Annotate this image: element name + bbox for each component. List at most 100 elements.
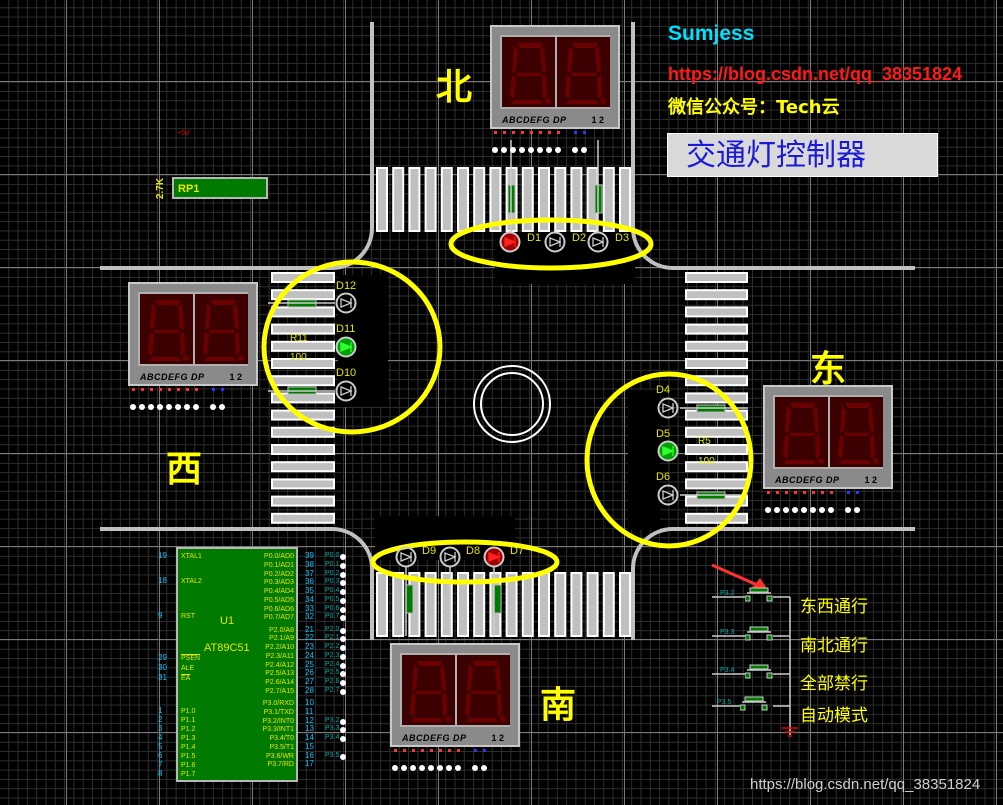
pin-terminal[interactable] <box>184 404 190 410</box>
pin-terminal[interactable] <box>340 627 346 634</box>
push-button[interactable] <box>739 696 768 712</box>
pin-terminal[interactable] <box>219 404 225 410</box>
crosswalk-stripe <box>685 461 748 473</box>
pin-terminal[interactable] <box>148 404 154 410</box>
pin-terminal[interactable] <box>792 507 798 513</box>
crosswalk-stripe <box>538 167 550 232</box>
display-window <box>500 35 610 109</box>
pin-terminal[interactable] <box>340 571 346 578</box>
display-pin <box>557 131 560 134</box>
led-d9[interactable] <box>395 546 417 568</box>
pin-terminal[interactable] <box>340 680 346 686</box>
pin-terminal[interactable] <box>455 765 461 771</box>
pin-terminal[interactable] <box>765 507 771 513</box>
led-d1[interactable] <box>499 231 521 253</box>
pin-terminal[interactable] <box>854 507 860 513</box>
pin-terminal[interactable] <box>193 404 199 410</box>
pin-terminal[interactable] <box>130 404 136 410</box>
led-d12[interactable] <box>335 292 357 314</box>
pin-terminal[interactable] <box>139 404 145 410</box>
pin-terminal[interactable] <box>801 507 807 513</box>
pin-terminal[interactable] <box>340 653 346 660</box>
pin-terminal[interactable] <box>340 671 346 678</box>
led-d3[interactable] <box>587 231 609 253</box>
led-d11[interactable] <box>335 336 357 358</box>
pin-terminal[interactable] <box>340 636 346 643</box>
led-d7[interactable] <box>483 546 505 568</box>
pin-terminal[interactable] <box>581 147 587 153</box>
led-d5[interactable] <box>657 440 679 462</box>
pin-terminal[interactable] <box>410 765 416 771</box>
pin-terminal[interactable] <box>555 147 561 153</box>
pin-terminal[interactable] <box>340 580 346 587</box>
pin-terminal[interactable] <box>810 507 816 513</box>
pin-terminal[interactable] <box>340 597 346 604</box>
led-d6[interactable] <box>657 484 679 506</box>
push-button[interactable] <box>744 587 773 603</box>
digit <box>402 655 455 725</box>
led-d8[interactable] <box>439 546 461 568</box>
pin-terminal[interactable] <box>510 147 516 153</box>
pin-terminal[interactable] <box>472 765 478 771</box>
pin-terminal[interactable] <box>845 507 851 513</box>
push-button[interactable] <box>744 664 773 680</box>
arrow-head-icon <box>752 578 768 590</box>
pin-terminal[interactable] <box>546 147 552 153</box>
pin-terminal[interactable] <box>537 147 543 153</box>
u1-microcontroller[interactable]: U1 AT89C51 <box>176 547 298 782</box>
pin-terminal[interactable] <box>519 147 525 153</box>
crosswalk-stripe <box>554 572 567 637</box>
led-d2[interactable] <box>544 231 566 253</box>
pin-terminal[interactable] <box>819 507 825 513</box>
display-pin <box>794 491 797 494</box>
pin-terminal[interactable] <box>340 589 346 595</box>
led-d10[interactable] <box>335 380 357 402</box>
digit <box>775 397 828 467</box>
pin-terminal[interactable] <box>392 765 398 771</box>
pin-terminal[interactable] <box>166 404 172 410</box>
u1-pin-label: P1.6 <box>181 762 196 769</box>
pin-terminal[interactable] <box>783 507 789 513</box>
blog-url[interactable]: https://blog.csdn.net/qq_38351824 <box>668 64 963 84</box>
pin-terminal[interactable] <box>481 765 487 771</box>
pin-terminal[interactable] <box>340 688 346 695</box>
u1-pin-number: 22 <box>305 633 314 643</box>
pin-terminal[interactable] <box>157 404 163 410</box>
pin-terminal[interactable] <box>340 562 346 569</box>
pin-terminal[interactable] <box>446 765 452 771</box>
pin-terminal[interactable] <box>428 765 434 771</box>
u1-pin-number: 10 <box>305 698 314 707</box>
pin-terminal[interactable] <box>401 765 407 771</box>
pin-terminal[interactable] <box>340 753 346 760</box>
pin-terminal[interactable] <box>828 507 834 513</box>
pin-terminal[interactable] <box>492 147 498 153</box>
label-east: 东 <box>810 349 847 390</box>
rp1-resistor-pack[interactable]: RP1 <box>172 177 268 199</box>
pin-terminal[interactable] <box>340 554 346 560</box>
u1-pin-label: P2.2/A10 <box>265 644 294 651</box>
u1-pin-number: 26 <box>305 668 314 678</box>
pin-terminal[interactable] <box>419 765 425 771</box>
pin-terminal[interactable] <box>340 645 346 651</box>
u1-pin-label: P1.7 <box>181 771 196 778</box>
button-label: 东西通行 <box>800 597 868 617</box>
pin-terminal[interactable] <box>340 727 346 734</box>
pin-terminal[interactable] <box>572 147 578 153</box>
pin-terminal[interactable] <box>340 606 346 613</box>
u1-pin-number: 18 <box>158 576 167 585</box>
u1-pin-number: 23 <box>305 642 314 651</box>
pin-terminal[interactable] <box>340 736 346 742</box>
led-d4[interactable] <box>657 397 679 419</box>
pin-terminal[interactable] <box>210 404 216 410</box>
pin-terminal[interactable] <box>774 507 780 513</box>
pin-terminal[interactable] <box>340 718 346 725</box>
pin-terminal[interactable] <box>340 662 346 669</box>
segment-label: ABCDEFG DP <box>775 475 840 485</box>
pin-terminal[interactable] <box>175 404 181 410</box>
pin-terminal[interactable] <box>437 765 443 771</box>
pin-terminal[interactable] <box>501 147 507 153</box>
push-button[interactable] <box>744 626 773 642</box>
pin-terminal[interactable] <box>528 147 534 153</box>
pin-terminal[interactable] <box>340 615 346 622</box>
